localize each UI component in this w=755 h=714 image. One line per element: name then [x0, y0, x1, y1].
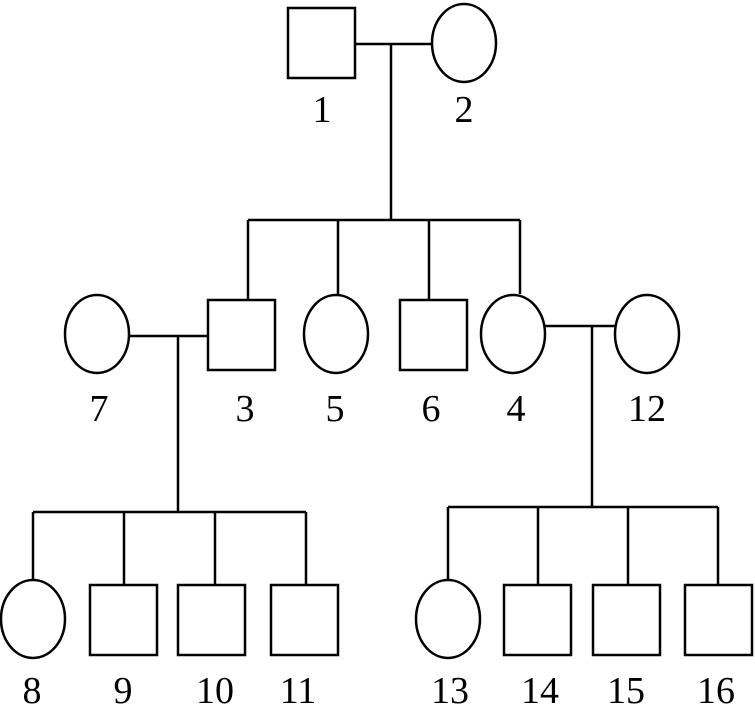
individual-label-7: 7	[90, 388, 109, 430]
individual-label-2: 2	[455, 89, 474, 131]
connector-lines	[31, 42, 720, 585]
individual-label-4: 4	[507, 388, 526, 430]
individual-label-10: 10	[196, 670, 234, 712]
individual-label-6: 6	[422, 388, 441, 430]
individual-label-12: 12	[628, 388, 666, 430]
female-symbol-2	[430, 2, 498, 84]
individual-label-14: 14	[521, 670, 559, 712]
male-symbol-15	[591, 583, 662, 657]
female-symbol-5	[302, 293, 370, 375]
female-symbol-13	[414, 578, 482, 660]
male-symbol-10	[176, 583, 247, 657]
male-symbol-6	[398, 298, 469, 372]
male-symbol-16	[683, 583, 754, 657]
individual-label-5: 5	[326, 388, 345, 430]
individual-label-16: 16	[697, 670, 735, 712]
male-symbol-1	[286, 6, 357, 80]
female-symbol-4	[479, 293, 547, 375]
male-symbol-9	[88, 583, 159, 657]
male-symbol-14	[502, 583, 573, 657]
male-symbol-3	[206, 298, 277, 372]
female-symbol-8	[0, 578, 67, 660]
individual-label-1: 1	[313, 89, 332, 131]
individual-label-8: 8	[23, 670, 42, 712]
male-symbol-11	[269, 583, 340, 657]
female-symbol-12	[613, 293, 681, 375]
individual-label-11: 11	[280, 670, 317, 712]
individual-label-13: 13	[431, 670, 469, 712]
female-symbol-7	[63, 293, 131, 375]
individual-label-9: 9	[114, 670, 133, 712]
individual-label-15: 15	[607, 670, 645, 712]
individual-label-3: 3	[236, 388, 255, 430]
